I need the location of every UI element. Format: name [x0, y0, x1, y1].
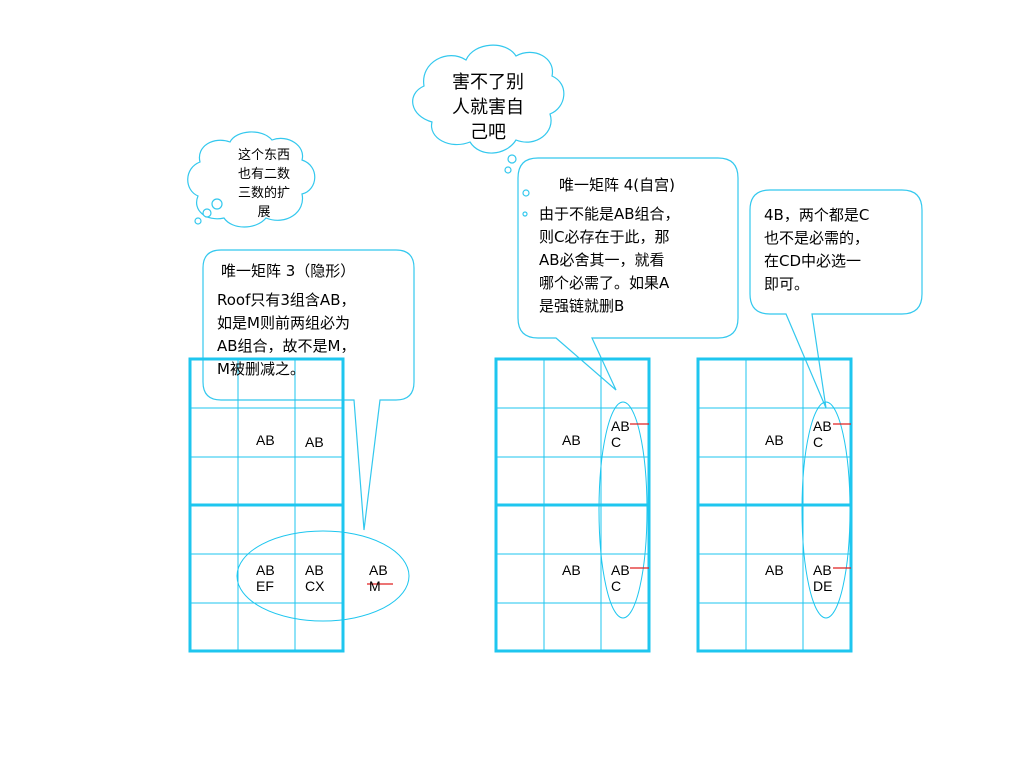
grid-middle-cell: AB — [562, 432, 581, 448]
thought-cloud-small — [187, 131, 316, 228]
cell-candidates: AB — [813, 562, 832, 578]
grid-middle — [494, 357, 651, 653]
callout-left-line: Roof只有3组含AB， — [217, 291, 356, 309]
cell-candidates: DE — [813, 578, 833, 594]
callout-right-bubble — [749, 189, 923, 409]
callout-middle-title: 唯一矩阵 4(自宫) — [559, 176, 676, 194]
grid-middle-cell: AB — [562, 562, 581, 578]
highlight-oval-left — [236, 530, 410, 622]
callout-middle-line: 则C必存在于此，那 — [539, 228, 670, 246]
callout-right-line: 即可。 — [764, 275, 810, 293]
cloud-small-line: 这个东西 — [237, 148, 290, 163]
grid-right-cell: AB — [765, 432, 784, 448]
callout-right-line: 也不是必需的， — [764, 229, 870, 247]
callout-left-text: 唯一矩阵 3（隐形） Roof只有3组含AB， 如是M则前两组必为 AB组合，故… — [217, 260, 356, 381]
cloud-small-line: 也有二数 — [237, 167, 290, 182]
grid-left-cell: AB EF — [256, 562, 275, 594]
cell-candidates: AB — [765, 562, 784, 578]
callout-right-text: 4B，两个都是C 也不是必需的， 在CD中必选一 即可。 — [764, 204, 869, 296]
cloud-small-text: 这个东西 也有二数 三数的扩 展 — [222, 146, 306, 222]
grid-left-cell: AB — [256, 432, 275, 448]
callout-middle-line: 是强链就删B — [539, 297, 625, 315]
cloud-large-line: 己吧 — [470, 122, 506, 143]
cell-candidates: AB — [305, 434, 324, 450]
grid-middle-cell: AB C — [611, 418, 630, 450]
cell-candidates: AB — [562, 562, 581, 578]
callout-right-line: 在CD中必选一 — [764, 252, 862, 270]
callout-left-bubble — [202, 249, 415, 531]
grid-left-cell: AB CX — [305, 562, 324, 594]
cell-candidates: AB — [369, 562, 388, 578]
callout-right-line: 4B，两个都是C — [764, 206, 870, 224]
cell-candidates: AB — [256, 432, 275, 448]
grid-left-cell: AB — [305, 434, 324, 450]
callout-middle-line: 由于不能是AB组合， — [539, 205, 680, 223]
grid-middle-cell: AB C — [611, 562, 630, 594]
thought-cloud-large — [412, 44, 565, 174]
callout-middle-text: 唯一矩阵 4(自宫) 由于不能是AB组合， 则C必存在于此，那 AB必舍其一，就… — [539, 174, 680, 318]
highlight-oval-middle — [598, 401, 648, 619]
callout-left-line: M被删减之。 — [217, 360, 305, 378]
grid-left — [188, 357, 345, 653]
cell-candidates: AB — [256, 562, 275, 578]
cloud-small-line: 展 — [257, 205, 271, 220]
highlight-oval-right — [801, 401, 851, 619]
cell-candidates: AB — [562, 432, 581, 448]
callout-left-line: 如是M则前两组必为 — [217, 314, 350, 332]
grid-right — [696, 357, 853, 653]
grid-right-cell: AB — [765, 562, 784, 578]
cloud-large-text: 害不了别 人就害自 己吧 — [438, 70, 538, 145]
callout-left-title: 唯一矩阵 3（隐形） — [221, 262, 356, 280]
cell-candidates: EF — [256, 578, 274, 594]
cloud-large-line: 害不了别 — [452, 72, 524, 93]
callout-middle-line: AB必舍其一，就看 — [539, 251, 665, 269]
cloud-large-line: 人就害自 — [452, 97, 524, 118]
cell-candidates: C — [813, 434, 824, 450]
grid-right-cell: AB DE — [813, 562, 832, 594]
cell-candidates: AB — [305, 562, 324, 578]
cell-candidates: AB — [813, 418, 832, 434]
cell-candidates: AB — [611, 562, 630, 578]
grid-right-cell: AB C — [813, 418, 832, 450]
cell-candidates: C — [611, 434, 622, 450]
cell-candidates: CX — [305, 578, 325, 594]
cell-candidates: AB — [765, 432, 784, 448]
callout-middle-bubble — [517, 157, 739, 391]
cell-candidates: M — [369, 578, 381, 594]
cell-candidates: AB — [611, 418, 630, 434]
callout-left-line: AB组合，故不是M， — [217, 337, 356, 355]
callout-middle-line: 哪个必需了。如果A — [539, 274, 670, 292]
grid-left-outside-cell: AB M — [369, 562, 388, 594]
cell-candidates: C — [611, 578, 622, 594]
cloud-small-line: 三数的扩 — [237, 186, 290, 201]
